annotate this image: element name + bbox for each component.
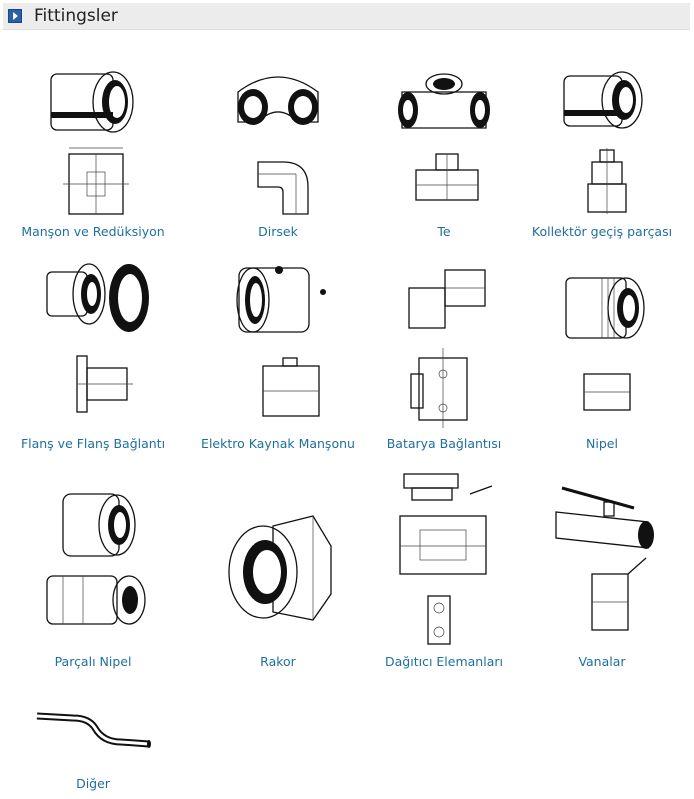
product-label[interactable]: Nipel	[586, 436, 618, 451]
product-label[interactable]: Diğer	[76, 776, 110, 791]
product-label[interactable]: Parçalı Nipel	[54, 654, 132, 669]
product-label[interactable]: Te	[437, 224, 451, 239]
product-card-nipel[interactable]: Nipel	[517, 258, 687, 451]
product-card-te[interactable]: Te	[359, 62, 529, 239]
product-card-batarya[interactable]: Batarya Bağlantısı	[359, 248, 529, 451]
ball-valve-icon[interactable]	[517, 478, 687, 654]
product-card-kollektor[interactable]: Kollektör geçiş parçası	[517, 62, 687, 239]
product-card-vanalar[interactable]: Vanalar	[517, 478, 687, 669]
product-card-diger[interactable]: Diğer	[8, 706, 178, 791]
tee-fitting-icon[interactable]	[359, 62, 529, 224]
product-label[interactable]: Elektro Kaynak Manşonu	[201, 436, 355, 451]
nipple-fitting-icon[interactable]	[517, 258, 687, 436]
union-coupling-icon[interactable]	[193, 496, 363, 654]
product-card-dagitici[interactable]: Dağıtıcı Elemanları	[359, 466, 529, 669]
arrow-right-icon	[8, 9, 22, 23]
section-title: Fittingsler	[34, 6, 118, 26]
socket-fitting-icon[interactable]	[8, 62, 178, 224]
product-label[interactable]: Batarya Bağlantısı	[386, 436, 502, 451]
product-label[interactable]: Vanalar	[578, 654, 626, 669]
section-header: Fittingsler	[3, 3, 690, 30]
product-card-manson[interactable]: Manşon ve Redüksiyon	[8, 62, 178, 239]
product-card-elektro[interactable]: Elektro Kaynak Manşonu	[193, 258, 363, 451]
flange-fitting-icon[interactable]	[8, 258, 178, 436]
product-label[interactable]: Kollektör geçiş parçası	[531, 224, 673, 239]
elbow-fitting-icon[interactable]	[193, 62, 363, 224]
electrofusion-socket-icon[interactable]	[193, 258, 363, 436]
product-label[interactable]: Dağıtıcı Elemanları	[385, 654, 503, 669]
crossover-pipe-icon[interactable]	[8, 706, 178, 776]
distributor-elements-icon[interactable]	[359, 466, 529, 654]
product-card-parcali-nipel[interactable]: Parçalı Nipel	[8, 480, 178, 669]
product-label[interactable]: Rakor	[260, 654, 296, 669]
battery-connection-icon[interactable]	[359, 248, 529, 436]
collector-transition-icon[interactable]	[517, 62, 687, 224]
union-nipple-icon[interactable]	[8, 480, 178, 654]
product-card-dirsek[interactable]: Dirsek	[193, 62, 363, 239]
product-card-rakor[interactable]: Rakor	[193, 496, 363, 669]
product-label[interactable]: Flanş ve Flanş Bağlantı	[20, 436, 166, 451]
product-label[interactable]: Manşon ve Redüksiyon	[21, 224, 165, 239]
product-label[interactable]: Dirsek	[258, 224, 298, 239]
product-card-flans[interactable]: Flanş ve Flanş Bağlantı	[8, 258, 178, 451]
